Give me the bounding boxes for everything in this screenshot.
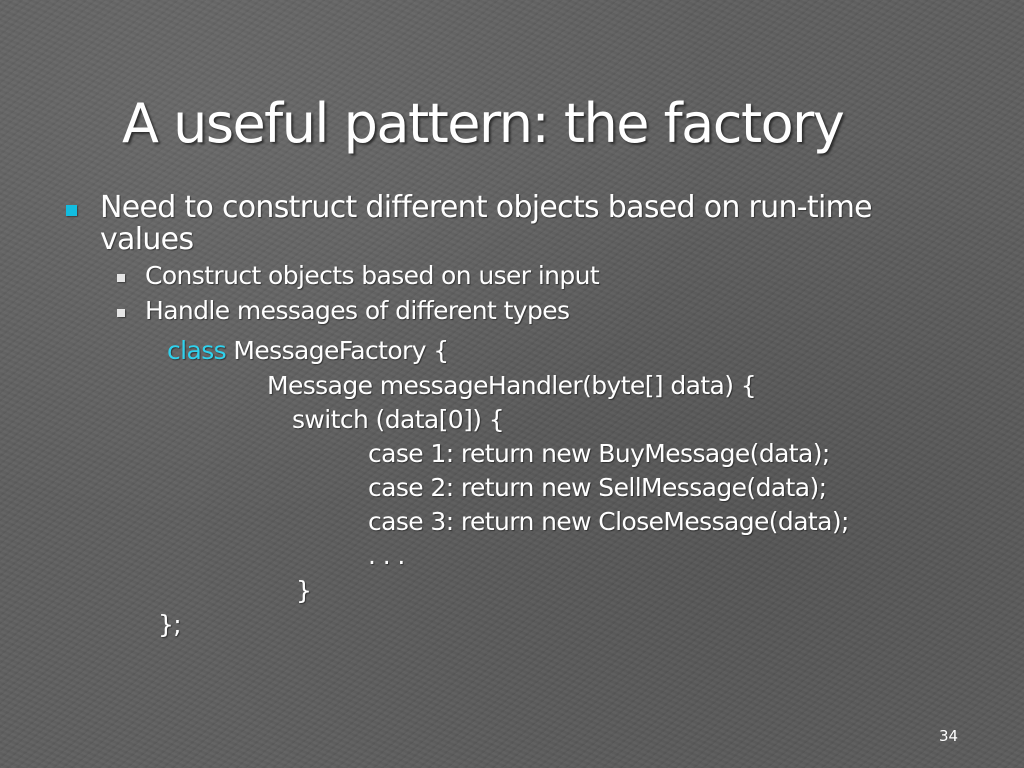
- sub-bullet-text: Construct objects based on user input: [145, 261, 600, 290]
- code-method-declaration: Message messageHandler(byte[] data) {: [267, 371, 757, 400]
- sub-bullet-text: Handle messages of different types: [145, 296, 570, 325]
- code-class-name: MessageFactory {: [226, 336, 449, 365]
- code-keyword: class: [167, 336, 227, 365]
- bullet-text: Need to construct different objects base…: [100, 190, 873, 257]
- code-case-line: case 2: return new SellMessage(data);: [368, 473, 827, 502]
- code-class-declaration: class MessageFactory {: [167, 336, 449, 366]
- sub-bullet-square-icon: [117, 274, 125, 282]
- bullet-square-icon: [66, 205, 77, 216]
- code-case-line: case 1: return new BuyMessage(data);: [368, 439, 830, 468]
- code-case-line: case 3: return new CloseMessage(data);: [368, 507, 849, 536]
- slide-title: A useful pattern: the factory: [122, 92, 845, 155]
- sub-bullet-square-icon: [117, 309, 125, 317]
- page-number: 34: [939, 727, 959, 745]
- code-ellipsis: . . .: [368, 541, 405, 570]
- code-class-closing-brace: };: [158, 610, 182, 639]
- code-closing-brace: }: [296, 576, 312, 605]
- code-switch-statement: switch (data[0]) {: [292, 405, 505, 434]
